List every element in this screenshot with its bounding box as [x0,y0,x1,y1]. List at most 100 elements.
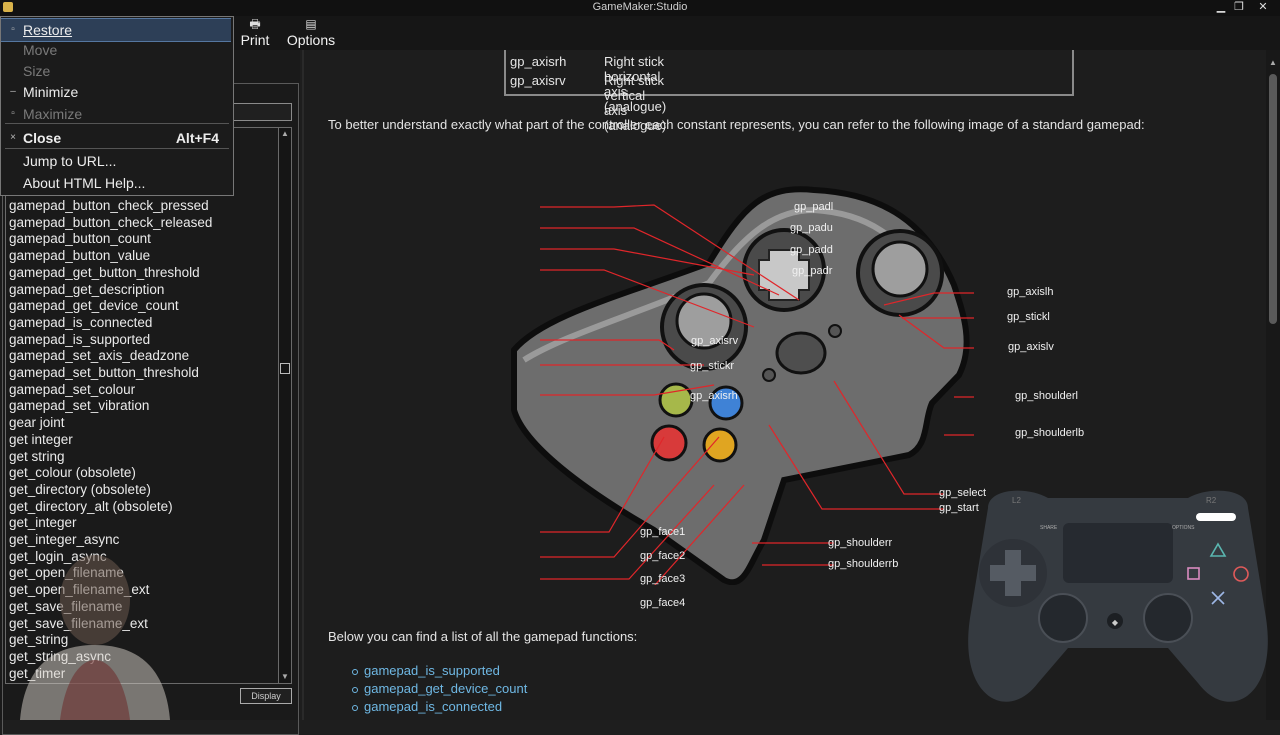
system-menu-item-jump-to-url[interactable]: Jump to URL... [1,150,231,172]
index-list-item[interactable]: gamepad_set_colour [9,381,136,397]
index-list-item[interactable]: gamepad_is_connected [9,314,153,330]
content-scrollbar[interactable]: ▲ [1266,50,1280,720]
index-list-item[interactable]: get_colour (obsolete) [9,465,136,481]
menu-item-icon: ▫ [11,108,15,119]
gamepad-diagram: gp_padl gp_padu gp_padd gp_padr gp_axisr… [454,145,1074,609]
scroll-down-arrow-icon[interactable]: ▼ [281,672,289,681]
index-list-item[interactable]: get_save_filename_ext [9,615,148,631]
index-scroll-thumb[interactable] [280,363,290,374]
ps4-controller-graphic: ◆ [968,490,1268,702]
index-list-item[interactable]: get_string_async [9,648,112,664]
ps4-r2-label: R2 [1206,496,1217,505]
index-list-item[interactable]: gamepad_get_description [9,281,165,297]
label-gp-shoulderlb: gp_shoulderlb [1015,427,1085,439]
bullet-icon [352,705,358,711]
content-scroll-thumb[interactable] [1269,74,1277,324]
label-gp-padl: gp_padl [794,201,834,213]
index-list-item[interactable]: get_login_async [9,548,107,564]
menu-item-label: Minimize [23,84,79,100]
app-icon[interactable] [3,2,13,12]
face-button-yellow [702,427,738,463]
label-gp-padr: gp_padr [792,265,833,277]
bullet-icon [352,687,358,693]
index-list-item[interactable]: get_integer_async [9,532,120,547]
index-list-item[interactable]: get_directory_alt (obsolete) [9,498,173,514]
function-link[interactable]: gamepad_get_device_count [364,681,528,696]
table-cell-description: Right stick horizontal axis (analogue) [604,54,667,114]
index-list-item[interactable]: gamepad_set_vibration [9,398,150,414]
index-list-item[interactable]: gamepad_button_count [9,231,151,247]
index-list-item[interactable]: get_open_filename [9,565,124,581]
label-gp-shoulderr: gp_shoulderr [828,537,893,549]
index-list-item[interactable]: get integer [9,431,73,447]
window-titlebar[interactable]: GameMaker:Studio ▁ ❐ ✕ [0,0,1280,16]
svg-text:◆: ◆ [1112,618,1119,627]
gamepad-illustration [511,186,974,604]
scroll-up-arrow-icon[interactable]: ▲ [1269,58,1277,67]
index-list-item[interactable]: get_open_filename_ext [9,582,150,598]
select-button [828,324,842,338]
menu-item-icon: × [10,132,16,143]
index-list-item[interactable]: gamepad_button_check_pressed [9,198,209,213]
window-title: GameMaker:Studio [592,1,688,13]
label-gp-shoulderrb: gp_shoulderrb [828,558,899,570]
scroll-up-arrow-icon[interactable]: ▲ [281,129,289,138]
index-list-item[interactable]: gamepad_set_axis_deadzone [9,348,190,364]
face-button-red [650,424,688,462]
menu-item-label: About HTML Help... [23,175,146,191]
system-menu-item-minimize[interactable]: –Minimize [1,81,231,103]
index-list-item[interactable]: get_integer [9,515,77,531]
index-list-item[interactable]: get string [9,448,65,464]
index-list-item[interactable]: get_string [9,632,69,648]
index-list-item[interactable]: gear joint [9,415,65,431]
index-scrollbar[interactable]: ▲ ▼ [278,127,292,684]
system-menu-item-about-html-help[interactable]: About HTML Help... [1,172,231,194]
constants-table: gp_axisrh Right stick horizontal axis (a… [504,50,1074,133]
index-list-item[interactable]: get_directory (obsolete) [9,481,151,497]
index-search-input[interactable] [232,103,292,121]
controller-highlight [522,206,932,363]
printer-icon: 🖶 [249,17,261,31]
start-button [762,368,776,382]
index-list-item[interactable]: gamepad_is_supported [9,331,151,347]
face-button-blue [708,385,744,421]
right-stick [675,292,733,350]
ps4-home-button [1107,613,1123,629]
menu-item-icon: – [10,86,16,97]
print-label: Print [240,32,270,48]
close-window-button[interactable]: ✕ [1258,1,1268,13]
index-list-item[interactable]: gamepad_get_button_threshold [9,264,200,280]
restore-window-button[interactable]: ❐ [1234,1,1244,13]
ps4-left-stick [1038,593,1088,643]
label-gp-axislh: gp_axislh [1007,286,1054,298]
functions-intro: Below you can find a list of all the gam… [328,629,638,644]
intro-paragraph: To better understand exactly what part o… [328,117,1145,132]
index-list-item[interactable]: gamepad_get_device_count [9,298,179,314]
options-button[interactable]: ▤ Options [284,16,338,50]
index-list-item[interactable]: gamepad_set_button_threshold [9,365,199,380]
system-menu-item-restore[interactable]: ▫Restore [1,18,231,42]
index-list-item[interactable]: get_save_filename [9,598,123,614]
label-gp-stickl: gp_stickl [1007,311,1050,323]
index-list-item[interactable]: gamepad_button_check_released [9,214,213,230]
function-link[interactable]: gamepad_is_connected [364,699,503,714]
label-gp-face4: gp_face4 [640,597,686,609]
display-button[interactable]: Display [240,688,292,704]
ps4-dpad [990,550,1036,596]
left-stick [871,240,929,298]
ps4-l2-label: L2 [1012,496,1021,505]
index-list-item[interactable]: get_timer [9,665,66,681]
pane-splitter[interactable] [302,50,304,720]
minimize-window-button[interactable]: ▁ [1216,1,1226,13]
table-row: gp_axisrh Right stick horizontal axis (a… [510,54,666,114]
label-gp-face3: gp_face3 [640,573,686,585]
print-button[interactable]: 🖶 Print [238,16,272,50]
function-link[interactable]: gamepad_is_supported [364,663,500,678]
table-cell-description: Right stick vertical axis (analogue) [604,73,667,133]
index-list-item[interactable]: gamepad_button_value [9,248,151,264]
ps4-options-label: OPTIONS [1172,525,1195,531]
label-gp-start: gp_start [939,502,979,514]
